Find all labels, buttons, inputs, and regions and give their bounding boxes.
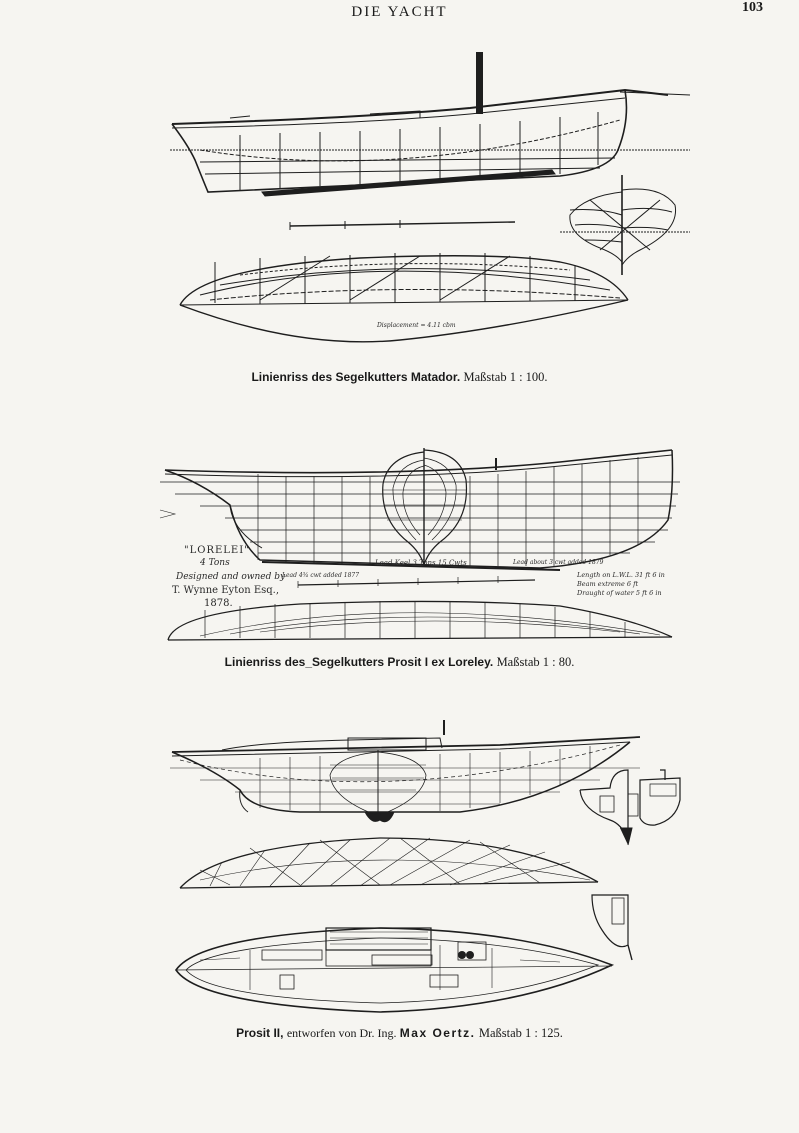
caption-prosit-i-scale: Maßstab 1 : 80. (496, 655, 575, 669)
caption-prosit-ii-name: Max Oertz. (399, 1026, 476, 1040)
prosit2-sections (579, 769, 681, 846)
note-displacement: Displacement = 4.11 cbm (377, 322, 456, 329)
prosit2-sheer-plan (170, 720, 641, 823)
note-beam: Beam extreme 6 ft (577, 580, 639, 588)
prosit2-half-breadth-plan (179, 837, 599, 889)
page-number: 103 (742, 0, 763, 15)
caption-prosit-i-title: Linienriss des_Segelkutters Prosit I ex … (224, 655, 494, 669)
note-lead-keel: Lead Keel 3 Tons 15 Cwts (375, 559, 467, 567)
prosit2-transom-section (591, 894, 633, 961)
caption-matador-title: Linienriss des Segelkutters Matador. (251, 370, 461, 384)
lorelei-year: 1878. (204, 598, 233, 609)
lorelei-owner: T. Wynne Eyton Esq., (172, 585, 280, 596)
note-length: Length on L.W.L. 31 ft 6 in (577, 571, 665, 579)
lorelei-half-breadth-plan (167, 600, 673, 641)
caption-prosit-ii-designer: entworfen von Dr. Ing. (286, 1026, 397, 1040)
prosit2-deck-plan (175, 927, 615, 1013)
matador-body-plan (560, 175, 690, 275)
note-lead-added-1877: Lead 4¾ cwt added 1877 (282, 572, 360, 579)
lorelei-title: "LORELEI" (184, 545, 250, 556)
matador-half-breadth-plan (179, 253, 629, 343)
lorelei-tons: 4 Tons (200, 558, 230, 568)
lorelei-designed: Designed and owned by (176, 572, 286, 582)
note-draught: Draught of water 5 ft 6 in (577, 589, 662, 597)
running-head: DIE YACHT (351, 4, 448, 20)
lorelei-sheer-plan (159, 449, 680, 571)
caption-prosit-i: Linienriss des_Segelkutters Prosit I ex … (0, 655, 799, 670)
note-lead-added-1879: Lead about 3 cwt added 1879 (513, 559, 604, 566)
caption-matador-scale: Maßstab 1 : 100. (463, 370, 548, 384)
caption-prosit-ii-title: Prosit II, (236, 1026, 284, 1040)
caption-prosit-ii: Prosit II, entworfen von Dr. Ing. Max Oe… (0, 1026, 799, 1041)
caption-prosit-ii-scale: Maßstab 1 : 125. (478, 1026, 563, 1040)
matador-sheer-plan (170, 52, 691, 197)
caption-matador: Linienriss des Segelkutters Matador. Maß… (0, 370, 799, 385)
lorelei-body-plan (382, 448, 468, 566)
